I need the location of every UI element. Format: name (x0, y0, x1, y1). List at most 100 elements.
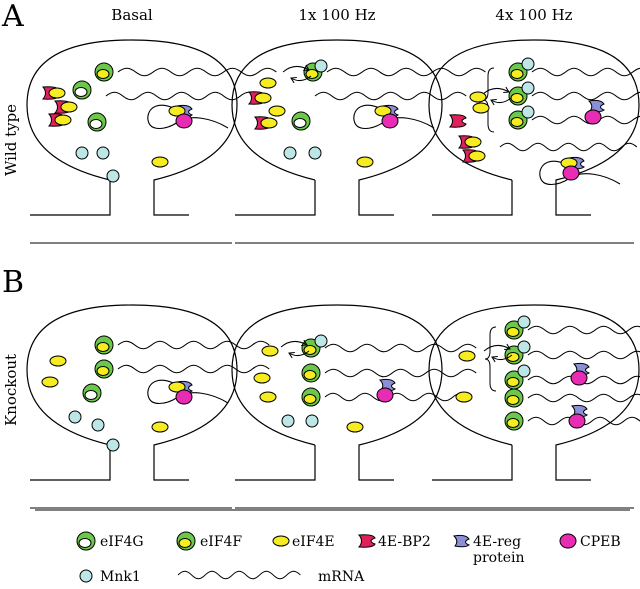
4e-bp2-icon (357, 534, 376, 548)
mrna-strand (324, 368, 477, 378)
eif4e-icon (260, 117, 278, 129)
eif4e-4e-bp2-complex (457, 135, 482, 149)
eif4e-icon (151, 421, 169, 433)
row-label-knockout: Knockout (2, 354, 20, 426)
eif4e-icon (41, 376, 59, 388)
eif4e-4e-bp2-complex (41, 86, 66, 100)
eif4g-icon (76, 531, 96, 551)
mnk1-icon (517, 315, 531, 329)
arrowhead (288, 352, 295, 359)
eif4e-icon (151, 156, 169, 168)
eif4e-icon (468, 150, 486, 162)
eif4e-icon (168, 105, 186, 117)
mrna-strand (177, 570, 301, 580)
group-bracket (484, 326, 497, 392)
cell-wt-1x (231, 39, 487, 244)
eif4e-icon (469, 91, 487, 103)
eif4f-icon (508, 110, 528, 130)
arrowhead (503, 86, 510, 93)
legend-label-mnk1: Mnk1 (100, 569, 141, 585)
eif4g-icon (82, 383, 102, 403)
mrna-loop (147, 104, 229, 130)
eif4e-icon (54, 114, 72, 126)
arrow (482, 88, 510, 95)
mnk1-icon (91, 418, 105, 432)
eif4e-4e-bp2-complex (53, 100, 78, 114)
mnk1-icon (308, 146, 322, 160)
eif4f-icon (504, 320, 524, 340)
column-title-1x: 1x 100 Hz (298, 6, 375, 24)
knockout-row (26, 304, 640, 509)
mrna-strand (324, 392, 470, 402)
spine-outline (26, 39, 238, 216)
eif4f-icon (508, 86, 528, 106)
mnk1-icon (281, 414, 295, 428)
spine-outline (26, 304, 238, 481)
column-title-basal: Basal (111, 6, 153, 24)
arrow (290, 75, 312, 82)
mnk1-icon (79, 569, 93, 583)
mrna-strand (326, 67, 487, 77)
cpeb-icon (570, 370, 588, 386)
mnk1-icon (521, 105, 535, 119)
eif4e-icon (472, 102, 490, 114)
mrna-strand (527, 393, 640, 403)
cell-ko-basal (26, 304, 270, 509)
eif4e-icon (464, 136, 482, 148)
eif4e-4e-bp2-complex (253, 116, 278, 130)
mrna-strand (531, 67, 640, 77)
mnk1-icon (517, 340, 531, 354)
row-label-wild-type: Wild type (2, 104, 20, 176)
eif4e-icon (259, 391, 277, 403)
mnk1-icon (314, 334, 328, 348)
legend-label-eif4f: eIF4F (200, 534, 242, 550)
arrowhead (290, 77, 297, 84)
4e-reg-protein-icon (452, 534, 470, 548)
mnk1-icon (106, 169, 120, 183)
eif4e-icon (259, 77, 277, 89)
arrowhead (504, 343, 511, 350)
wild-type-row (26, 39, 640, 244)
eif4e-icon (49, 355, 67, 367)
cpeb-icon (376, 387, 394, 403)
eif4e-4e-bp2-complex (247, 91, 272, 105)
spine-outline (428, 304, 640, 481)
legend-label-4e-reg-line2: protein (473, 550, 525, 566)
eif4e-icon (272, 535, 290, 547)
mnk1-icon (521, 81, 535, 95)
mnk1-icon (517, 364, 531, 378)
spine-cells (26, 39, 640, 509)
eif4e-icon (60, 101, 78, 113)
eif4e-icon (261, 345, 279, 357)
legend-label-eif4g: eIF4G (100, 534, 144, 550)
mrna-strand (105, 91, 258, 101)
mnk1-icon (283, 146, 297, 160)
mrna-strand (117, 364, 270, 374)
mrna-strand (531, 91, 640, 101)
legend-label-eif4e: eIF4E (292, 534, 335, 550)
mnk1-icon (68, 410, 82, 424)
arrow (483, 345, 511, 352)
eif4e-4e-bp2-complex (47, 113, 72, 127)
eif4f-icon (94, 62, 114, 82)
mnk1-icon (75, 146, 89, 160)
spine-outline (231, 39, 443, 216)
cell-ko-4x (428, 304, 640, 509)
eif4e-icon (356, 156, 374, 168)
eif4e-icon (455, 391, 473, 403)
eif4e-icon (346, 421, 364, 433)
cpeb-icon (175, 389, 193, 405)
cell-wt-basal (26, 39, 278, 244)
eif4f-icon (94, 335, 114, 355)
cpeb-icon (381, 113, 399, 129)
cpeb-icon (559, 533, 577, 549)
cpeb-icon (584, 109, 602, 125)
mnk1-icon (305, 414, 319, 428)
eif4f-icon (504, 411, 524, 431)
legend-label-4e-reg-line1: 4E-reg (473, 534, 521, 550)
mrna-loop (353, 104, 435, 130)
cpeb-icon (175, 113, 193, 129)
mrna-loop (539, 160, 621, 186)
legend-label-cpeb: CPEB (580, 534, 621, 550)
